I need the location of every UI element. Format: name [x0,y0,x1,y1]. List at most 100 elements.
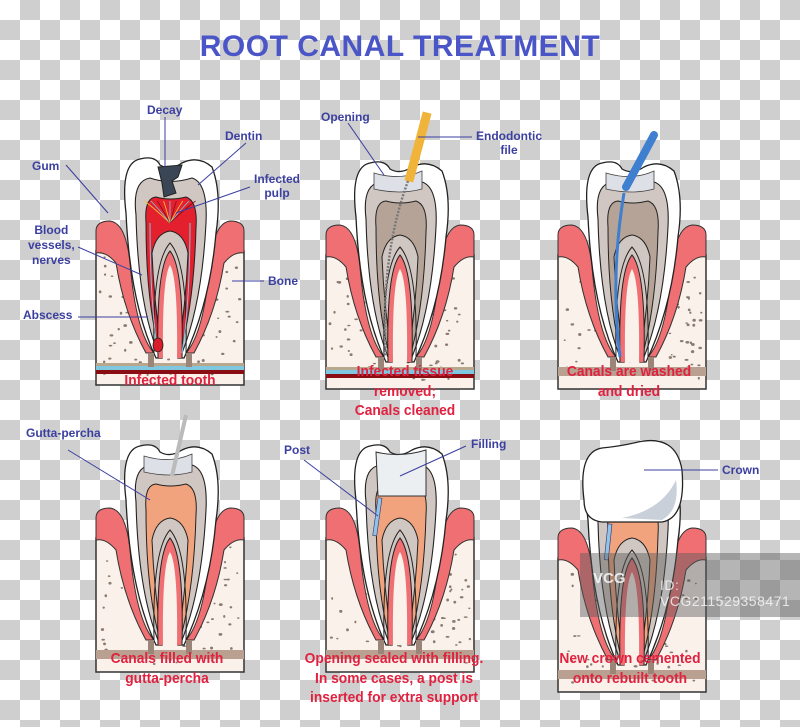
bone-speck [225,287,229,290]
bone-speck [234,266,239,269]
bone-speck [225,270,229,274]
bone-speck [684,358,689,361]
label-opening: Opening [321,110,370,124]
irrigation-flow [614,192,626,358]
page-title: ROOT CANAL TREATMENT [199,30,601,63]
caption-line: onto rebuilt tooth [572,669,688,687]
bone-speck [167,358,171,361]
gutta-instrument [170,414,188,477]
inner-bone [624,269,640,362]
bone-speck [330,347,334,350]
bone-speck [457,313,461,316]
bone-speck [686,579,691,583]
bone-speck [570,572,575,576]
bone-speck [218,632,223,636]
bone-speck [451,627,456,630]
caption-crown-cemented: New crown cemented onto rebuilt tooth [510,649,749,688]
bone-speck [440,624,444,627]
bone-speck [461,588,464,591]
bone-speck [453,307,458,310]
bone-speck [449,590,452,593]
crown-shade [622,480,677,520]
bone-speck [336,637,339,640]
blood-vessel [169,200,177,224]
bone-speck [692,679,696,682]
blood-vessel [156,200,171,224]
bone-speck [146,373,149,377]
blood-vessel [169,200,184,224]
bone-band [326,367,474,370]
bone-speck [576,635,581,637]
bone-speck [230,647,233,650]
bone-speck [120,586,124,589]
bone-speck [134,358,138,361]
bone-speck [573,635,577,637]
bone-speck [578,332,582,336]
bone-speck [209,646,214,650]
bone-band [326,650,474,659]
nerve-band [326,370,474,374]
bone-speck [687,308,691,312]
label-endodontic-file: Endodontic file [476,129,542,157]
post [603,523,613,561]
bone-speck [224,584,228,587]
gum-left [325,507,386,641]
bone-speck [694,597,699,600]
inner-bone [392,552,408,645]
bone-speck [202,647,206,650]
bone-speck [575,360,578,363]
gum-right [414,507,475,641]
label-filling: Filling [471,437,507,451]
bone-speck [681,594,685,597]
bone-speck [435,360,440,363]
bone-speck [108,344,113,347]
leader-line [175,186,251,214]
label-gutta-percha: Gutta-percha [26,426,101,440]
bone-speck [587,658,590,661]
blood-vessel [169,200,190,224]
bone-speck [117,327,120,331]
bone-speck [689,341,692,345]
gum-left [95,507,156,641]
bone-speck [677,664,682,667]
bone-speck [685,649,688,653]
bone-band [96,363,244,366]
leader-line [197,142,247,186]
tooth-illustration-crown [557,439,718,693]
bone-speck [228,623,232,626]
bone-speck [445,319,449,322]
bone-speck [466,585,471,588]
bone-speck [457,618,461,621]
panel-opening-sealed: Post Filling [270,420,530,700]
bone-speck [123,324,128,327]
root-tip-right [648,357,654,371]
label-crown: Crown [722,463,760,477]
label-post: Post [284,443,311,457]
bone-speck [329,636,333,639]
bone-speck [668,356,672,359]
root-tip-right [416,357,422,371]
bone-speck [354,318,359,321]
caption-tissue-removed: Infected tissue removed; Canals cleaned [285,362,524,421]
bone-speck [346,302,350,306]
bone-speck [103,256,106,259]
bone-speck [232,339,236,343]
bone-speck [103,642,106,646]
gum-right [646,224,707,358]
bone-speck [236,617,240,619]
bone-speck [458,641,462,644]
caption-line: removed; [373,382,437,400]
bone-band [558,367,706,376]
watermark-logo: VCG [593,570,626,587]
bone-speck [218,603,223,606]
bone-speck [698,319,703,322]
bone-speck [700,311,703,314]
label-blood-line2: vessels, [28,238,75,252]
bone-speck [570,323,575,326]
bone-speck [429,364,433,367]
bone-speck [445,635,450,638]
bone-speck [690,363,694,366]
label-decay: Decay [147,103,183,117]
bone-speck [450,588,453,591]
label-infected-pulp-line1: Infected [254,172,301,186]
